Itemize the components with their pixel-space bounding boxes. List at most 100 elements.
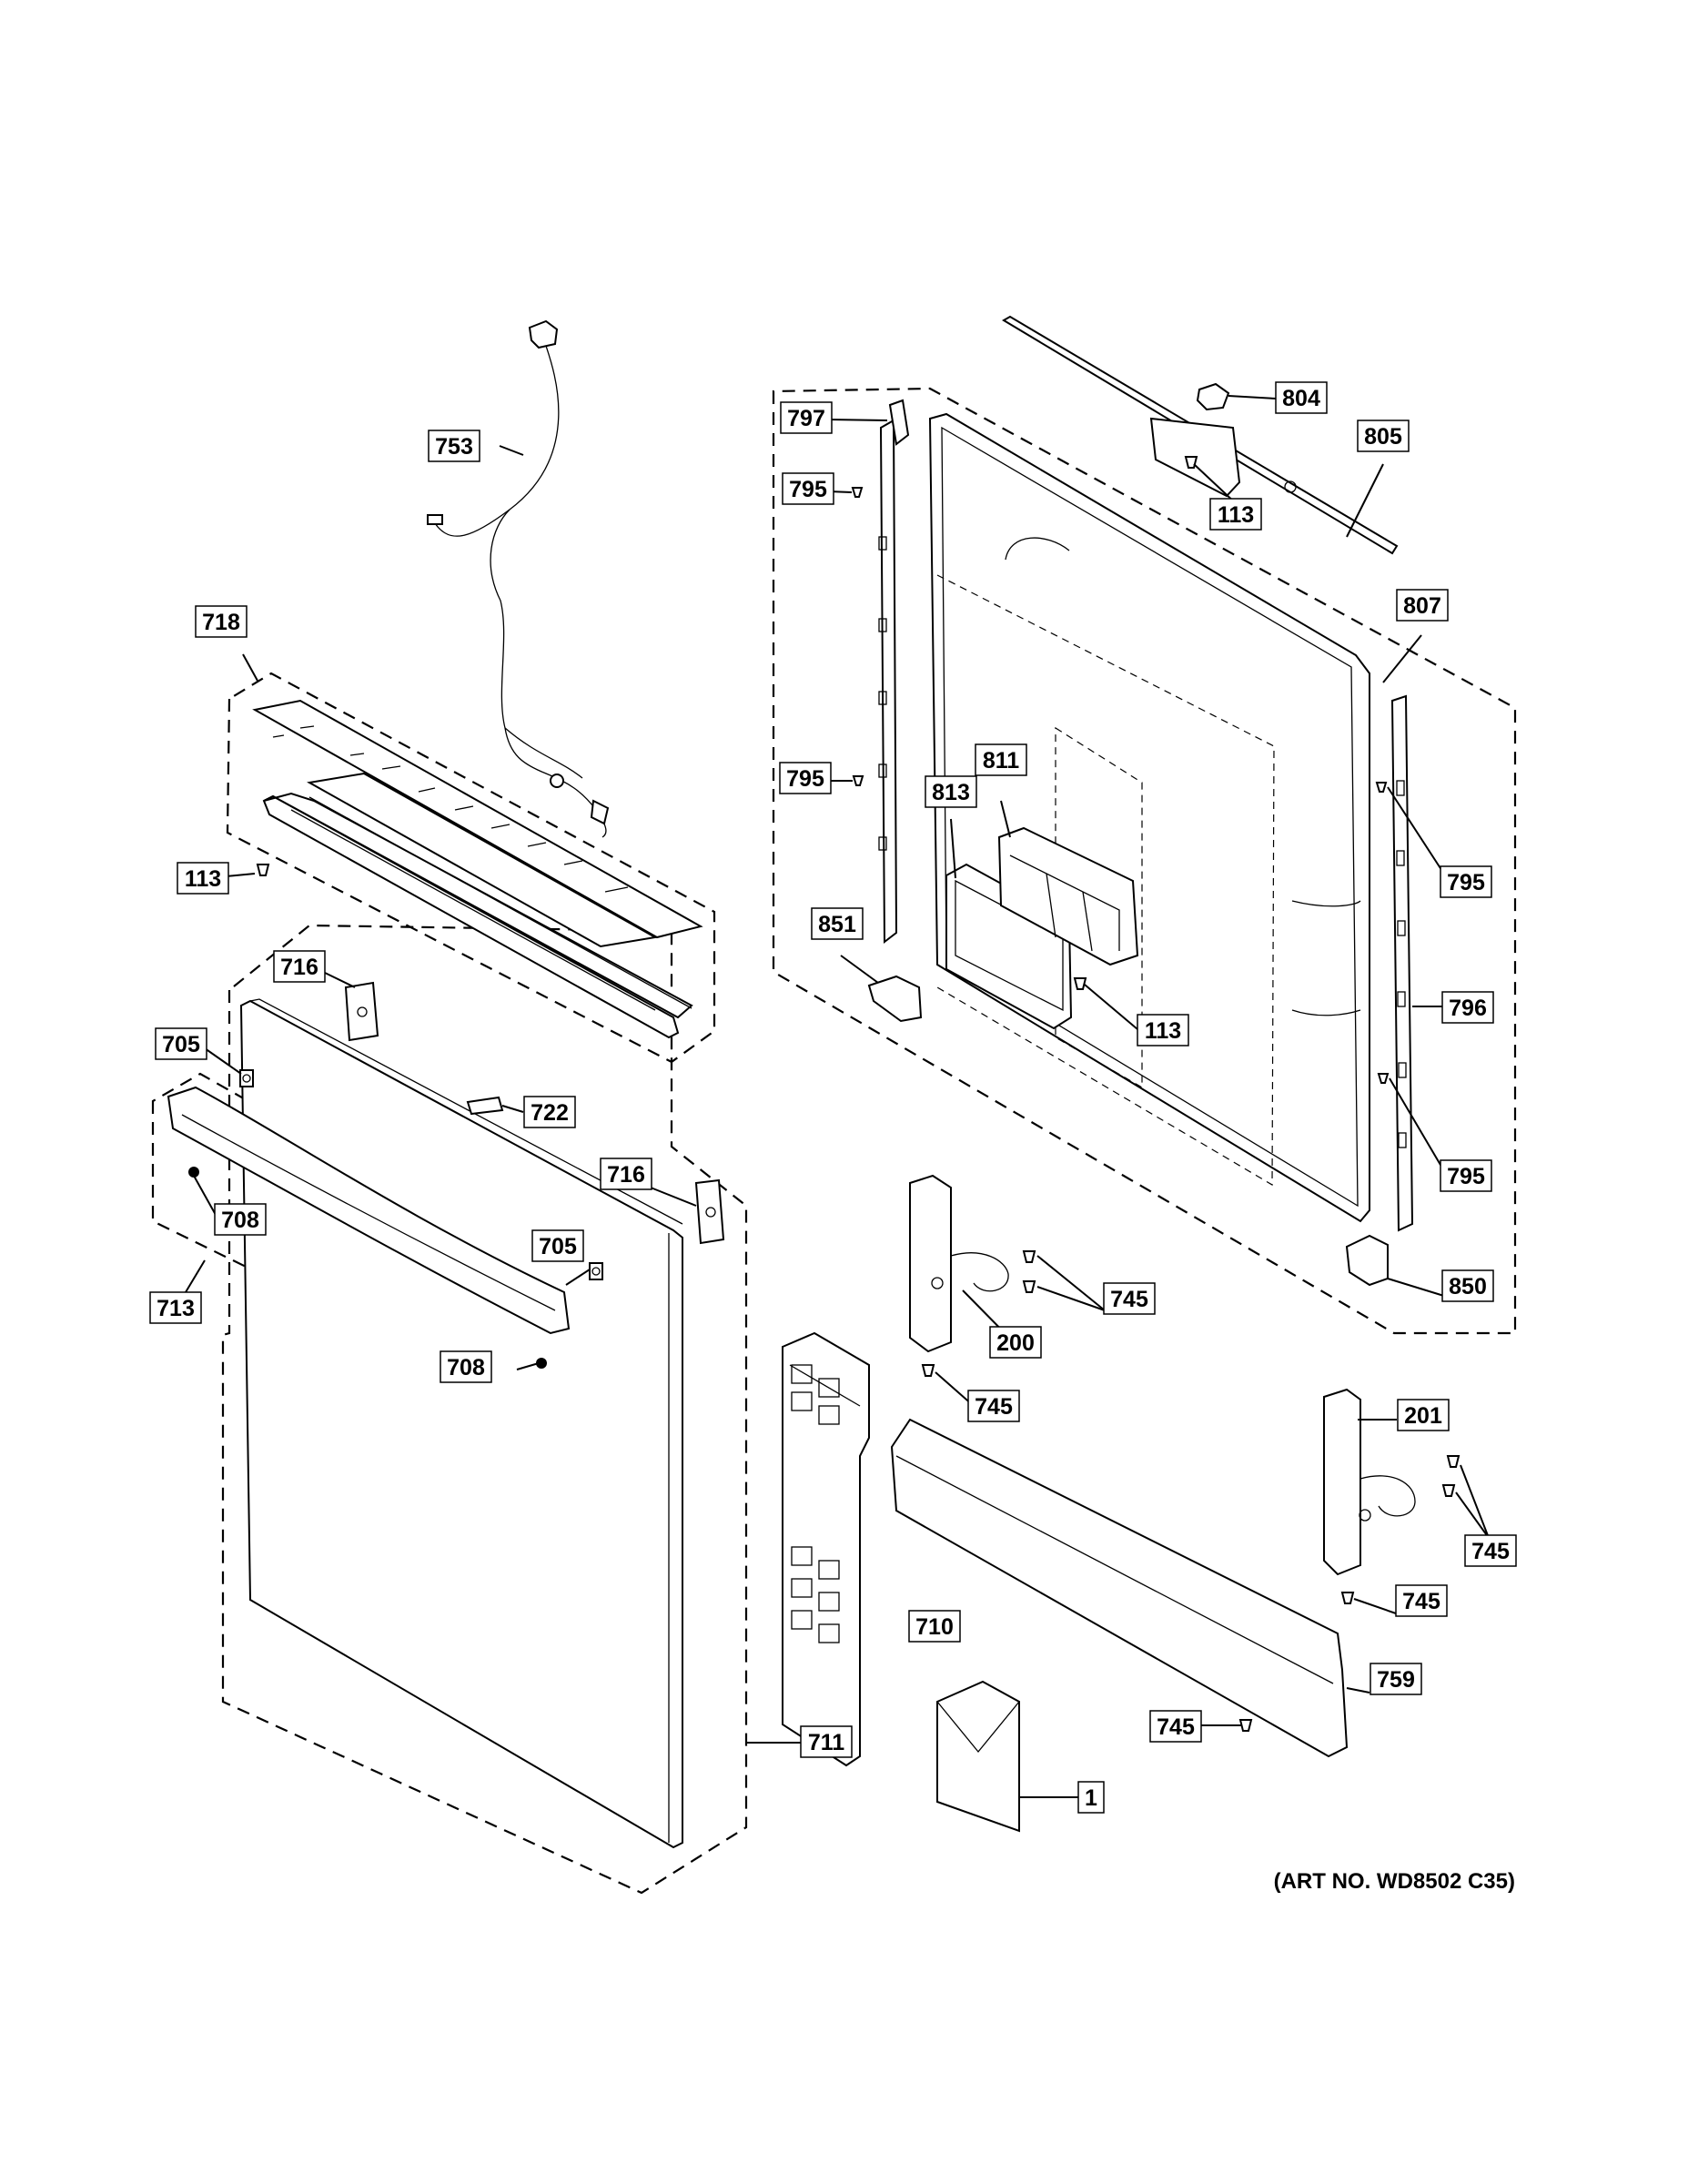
- svg-text:797: 797: [787, 406, 825, 431]
- screw-745-a: [1022, 1250, 1036, 1263]
- svg-text:796: 796: [1449, 996, 1487, 1021]
- callout-713: 713: [149, 1291, 202, 1324]
- door-trim-left-797: [878, 399, 910, 945]
- svg-text:851: 851: [818, 912, 856, 937]
- callout-710: 710: [908, 1610, 961, 1643]
- screw-113-dispenser: [1073, 977, 1087, 990]
- callout-722: 722: [523, 1096, 576, 1128]
- svg-text:200: 200: [996, 1330, 1035, 1356]
- svg-text:113: 113: [185, 866, 221, 892]
- svg-text:705: 705: [162, 1032, 200, 1057]
- wire-harness: [427, 319, 610, 838]
- svg-text:745: 745: [1402, 1589, 1440, 1614]
- svg-text:805: 805: [1364, 424, 1402, 450]
- callout-850: 850: [1441, 1269, 1494, 1302]
- callout-200: 200: [989, 1326, 1042, 1359]
- kick-plate-759: [890, 1418, 1349, 1758]
- detergent-dispenser: [997, 826, 1139, 966]
- callout-708-right: 708: [440, 1350, 492, 1383]
- svg-text:804: 804: [1282, 386, 1320, 411]
- svg-text:745: 745: [1157, 1714, 1195, 1740]
- callout-753: 753: [428, 430, 480, 462]
- hinge-201: [1323, 1388, 1416, 1576]
- svg-text:113: 113: [1145, 1018, 1181, 1044]
- inner-door-group-outline: [772, 387, 1517, 1335]
- clip-716-top: [344, 981, 379, 1042]
- svg-text:705: 705: [539, 1234, 577, 1259]
- svg-text:811: 811: [983, 748, 1019, 774]
- spacer-710: [782, 1331, 870, 1767]
- leader-lines: [174, 395, 1490, 1798]
- callout-797: 797: [780, 401, 833, 434]
- svg-text:850: 850: [1449, 1274, 1487, 1299]
- screw-113-left: [256, 864, 270, 876]
- door-trim-right-796: [1390, 694, 1414, 1232]
- callout-759: 759: [1370, 1663, 1422, 1695]
- svg-text:807: 807: [1403, 593, 1441, 619]
- clip-716-right: [694, 1178, 725, 1245]
- callout-795-upper-left: 795: [782, 472, 834, 505]
- svg-text:708: 708: [447, 1355, 485, 1380]
- callout-1: 1: [1077, 1781, 1105, 1814]
- svg-text:795: 795: [1447, 870, 1485, 895]
- callout-745-hinge-left: 745: [1103, 1282, 1156, 1315]
- callout-795-lower-left: 795: [779, 762, 832, 794]
- screw-795-lower-right: [1377, 1073, 1390, 1084]
- door-handle: [167, 1086, 571, 1335]
- svg-text:710: 710: [915, 1614, 954, 1640]
- bracket-851: [867, 975, 923, 1023]
- screw-745-f: [1340, 1592, 1355, 1604]
- plug-708-right: [536, 1358, 547, 1369]
- callout-718: 718: [195, 605, 248, 638]
- svg-text:716: 716: [607, 1162, 645, 1188]
- inner-door-liner: [928, 412, 1370, 1223]
- callout-811: 811: [975, 743, 1027, 776]
- screw-705-right: [589, 1262, 603, 1280]
- svg-text:718: 718: [202, 610, 240, 635]
- screw-745-b: [1022, 1280, 1036, 1293]
- callout-705-right: 705: [531, 1229, 584, 1262]
- svg-text:813: 813: [932, 780, 970, 805]
- screw-795-upper-right: [1375, 782, 1388, 793]
- callout-705-left: 705: [155, 1027, 207, 1060]
- callout-745-below-hinge-left: 745: [967, 1390, 1020, 1422]
- callout-796: 796: [1441, 991, 1494, 1024]
- callout-201: 201: [1397, 1399, 1450, 1431]
- svg-text:722: 722: [531, 1100, 569, 1126]
- svg-text:795: 795: [786, 766, 824, 792]
- hinge-200: [909, 1174, 1009, 1353]
- vent-knob-804: [1196, 382, 1230, 411]
- svg-text:753: 753: [435, 434, 473, 460]
- screw-795-upper-left: [851, 487, 864, 498]
- svg-text:716: 716: [280, 955, 318, 980]
- callout-795-upper-right: 795: [1440, 865, 1492, 898]
- callout-113-top: 113: [1209, 498, 1262, 531]
- callout-716-top: 716: [273, 950, 326, 983]
- control-panel-group-outline: [226, 672, 716, 1064]
- screw-745-c: [921, 1364, 935, 1377]
- screw-705-left: [239, 1069, 254, 1087]
- dispenser-outline: [1055, 726, 1143, 1089]
- callout-113-dispenser: 113: [1137, 1014, 1189, 1046]
- control-panel: [252, 699, 703, 1039]
- literature-envelope: [936, 1680, 1020, 1833]
- svg-text:795: 795: [789, 477, 827, 502]
- svg-text:113: 113: [1218, 502, 1254, 528]
- badge-722: [466, 1096, 504, 1116]
- callout-804: 804: [1275, 381, 1328, 414]
- screw-745-g: [1238, 1719, 1253, 1732]
- svg-text:1: 1: [1085, 1785, 1097, 1811]
- svg-text:708: 708: [221, 1208, 259, 1233]
- callout-745-below-hinge-right: 745: [1395, 1584, 1448, 1617]
- svg-text:713: 713: [157, 1296, 195, 1321]
- callout-labels: 753 718 113 716 705 722 708 713 716 705 …: [149, 381, 1517, 1814]
- screw-745-e: [1441, 1484, 1456, 1497]
- callout-113-left: 113: [177, 862, 229, 895]
- outer-door-panel: [239, 998, 683, 1849]
- callout-745-hinge-right: 745: [1464, 1534, 1517, 1567]
- callout-813: 813: [925, 775, 977, 808]
- callout-805: 805: [1357, 420, 1410, 452]
- svg-text:745: 745: [1471, 1539, 1510, 1564]
